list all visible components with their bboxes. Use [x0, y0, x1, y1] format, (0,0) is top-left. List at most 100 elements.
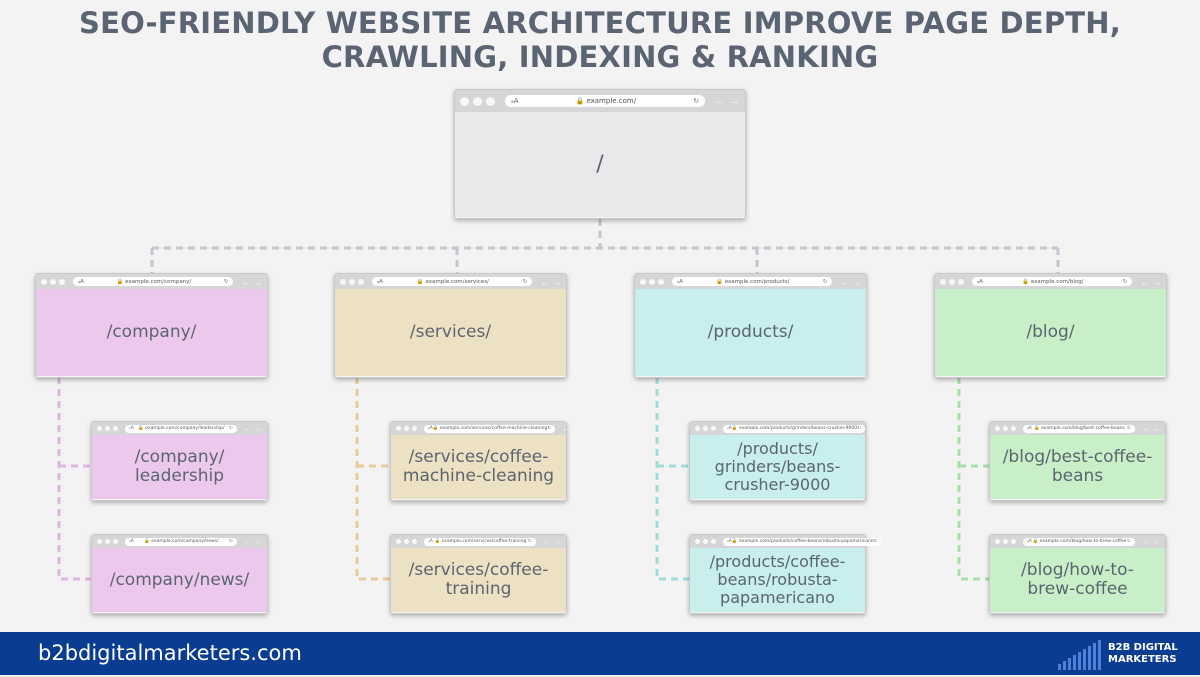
text-size-icon: ₐA [129, 539, 134, 544]
page-label: /products/ [635, 289, 866, 376]
text-size-icon: ₐA [428, 539, 433, 544]
text-size-icon: ₐA [129, 426, 134, 431]
address-url: 🔒 example.com/services/coffee-training [433, 539, 528, 544]
address-url: 🔒 example.com/company/ [84, 279, 224, 285]
url-text: example.com/company/ [125, 278, 192, 285]
window-dot-icon [412, 426, 417, 431]
address-url: 🔒 example.com/blog/how-to-brew-coffee [1032, 539, 1127, 544]
page-label: /blog/best-coffee- beans [990, 435, 1165, 499]
lock-icon: 🔒 [432, 426, 439, 431]
url-text: example.com/services/ [425, 278, 489, 285]
browser-bar: ₐA 🔒 example.com/company/leadership/ ↻ ←… [92, 422, 267, 435]
window-dot-icon [995, 426, 1000, 431]
window-dot-icon [1011, 539, 1016, 544]
window-dot-icon [703, 426, 708, 431]
address-url: 🔒 example.com/blog/best-coffee-beans [1032, 426, 1127, 431]
browser-bar: ₐA 🔒 example.com/services/ ↻ ← → [335, 274, 566, 289]
company-page-window: ₐA 🔒 example.com/company/ ↻ ← → /company… [35, 273, 268, 378]
reload-icon: ↻ [547, 426, 552, 431]
window-dot-icon [340, 278, 346, 285]
window-dot-icon [41, 278, 47, 285]
nav-arrows-icon: ← → [542, 537, 561, 546]
window-dot-icon [658, 278, 664, 285]
reload-icon: ↻ [228, 426, 233, 431]
page-label: /blog/ [935, 289, 1166, 376]
address-bar: ₐA 🔒 example.com/blog/ ↻ [972, 277, 1133, 286]
address-url: 🔒 example.com/products/coffee-beans/robu… [732, 539, 874, 544]
address-bar: ₐA 🔒 example.com/products/grinders/beans… [723, 424, 865, 433]
text-size-icon: ₐA [677, 278, 683, 285]
lock-icon: 🔒 [1022, 278, 1030, 285]
browser-bar: ₐA 🔒 example.com/products/ ↻ ← → [635, 274, 866, 289]
browser-bar: ₐA 🔒 example.com/blog/how-to-brew-coffee… [990, 535, 1165, 548]
page-label: /company/ leadership [92, 435, 267, 499]
browser-bar: ₐA 🔒 example.com/products/grinders/beans… [690, 422, 890, 435]
text-size-icon: ₐA [977, 278, 983, 285]
address-bar: ₐA 🔒 example.com/services/coffee-machine… [424, 424, 556, 433]
window-dot-icon [949, 278, 955, 285]
page-label: / [455, 112, 745, 217]
window-dot-icon [486, 96, 495, 106]
reload-icon: ↻ [1122, 278, 1128, 285]
page-label: /blog/how-to- brew-coffee [990, 548, 1165, 612]
page-label: /company/news/ [92, 548, 267, 612]
browser-bar: ₐA 🔒 example.com/services/coffee-trainin… [391, 535, 566, 548]
url-text: example.com/blog/how-to-brew-coffee [1039, 539, 1127, 544]
page-title: SEO-FRIENDLY WEBSITE ARCHITECTURE IMPROV… [79, 6, 1121, 74]
products-child-window-2: ₐA 🔒 example.com/products/coffee-beans/r… [689, 534, 907, 614]
text-size-icon: ₐA [511, 97, 519, 105]
connector-lines [57, 219, 1060, 581]
url-text: example.com/blog/best-coffee-beans [1041, 426, 1125, 431]
lock-icon: 🔒 [575, 97, 585, 105]
nav-arrows-icon: ← → [1141, 424, 1160, 433]
window-dot-icon [995, 539, 1000, 544]
url-text: example.com/products/coffee-beans/robust… [738, 539, 874, 544]
products-child-window-1: ₐA 🔒 example.com/products/grinders/beans… [689, 421, 890, 501]
window-dot-icon [460, 96, 469, 106]
url-text: example.com/products/grinders/beans-crus… [738, 426, 858, 431]
address-url: 🔒 example.com/company/news/ [134, 539, 229, 544]
footer: b2bdigitalmarketers.com B2B DIGITAL MARK… [0, 632, 1200, 675]
window-dot-icon [695, 426, 700, 431]
lock-icon: 🔒 [1032, 539, 1039, 544]
reload-icon: ↻ [228, 539, 233, 544]
blog-child-window-1: ₐA 🔒 example.com/blog/best-coffee-beans … [989, 421, 1166, 501]
address-url: 🔒 example.com/services/ [383, 279, 523, 285]
blog-page-window: ₐA 🔒 example.com/blog/ ↻ ← → /blog/ [934, 273, 1167, 378]
reload-icon: ↻ [1126, 539, 1131, 544]
nav-arrows-icon: ← → [1140, 276, 1161, 287]
window-dot-icon [404, 426, 409, 431]
root-page-window: ₐA 🔒 example.com/ ↻ ← → / [454, 89, 746, 219]
products-connectors [655, 377, 690, 581]
nav-arrows-icon: ← → [1141, 537, 1160, 546]
logo-text: B2B DIGITAL MARKETERS [1108, 642, 1178, 665]
window-dot-icon [711, 426, 716, 431]
browser-bar: ₐA 🔒 example.com/services/coffee-machine… [391, 422, 580, 435]
window-dot-icon [396, 426, 401, 431]
address-bar: ₐA 🔒 example.com/company/news/ ↻ [125, 537, 237, 546]
reload-icon: ↻ [1126, 426, 1131, 431]
window-dot-icon [640, 278, 646, 285]
address-bar: ₐA 🔒 example.com/products/coffee-beans/r… [723, 537, 882, 546]
window-dot-icon [695, 539, 700, 544]
nav-arrows-icon: ← → [840, 276, 861, 287]
page-label: /services/coffee- training [391, 548, 566, 612]
nav-arrows-icon: ← → [540, 276, 561, 287]
window-dot-icon [59, 278, 65, 285]
lock-icon: 🔒 [416, 278, 424, 285]
reload-icon: ↻ [223, 278, 229, 285]
lock-icon: 🔒 [138, 426, 144, 431]
browser-bar: ₐA 🔒 example.com/company/news/ ↻ ← → [92, 535, 267, 548]
services-child-window-1: ₐA 🔒 example.com/services/coffee-machine… [390, 421, 580, 501]
window-dot-icon [473, 96, 482, 106]
window-dot-icon [711, 539, 716, 544]
browser-bar: ₐA 🔒 example.com/company/ ↻ ← → [36, 274, 267, 289]
text-size-icon: ₐA [727, 539, 732, 544]
text-size-icon: ₐA [727, 426, 732, 431]
text-size-icon: ₐA [78, 278, 84, 285]
lock-icon: 🔒 [144, 539, 150, 544]
logo-bars-icon [1058, 640, 1101, 670]
nav-arrows-icon: ← → [243, 424, 262, 433]
url-text: example.com/blog/ [1030, 278, 1084, 285]
window-dot-icon [1003, 539, 1008, 544]
